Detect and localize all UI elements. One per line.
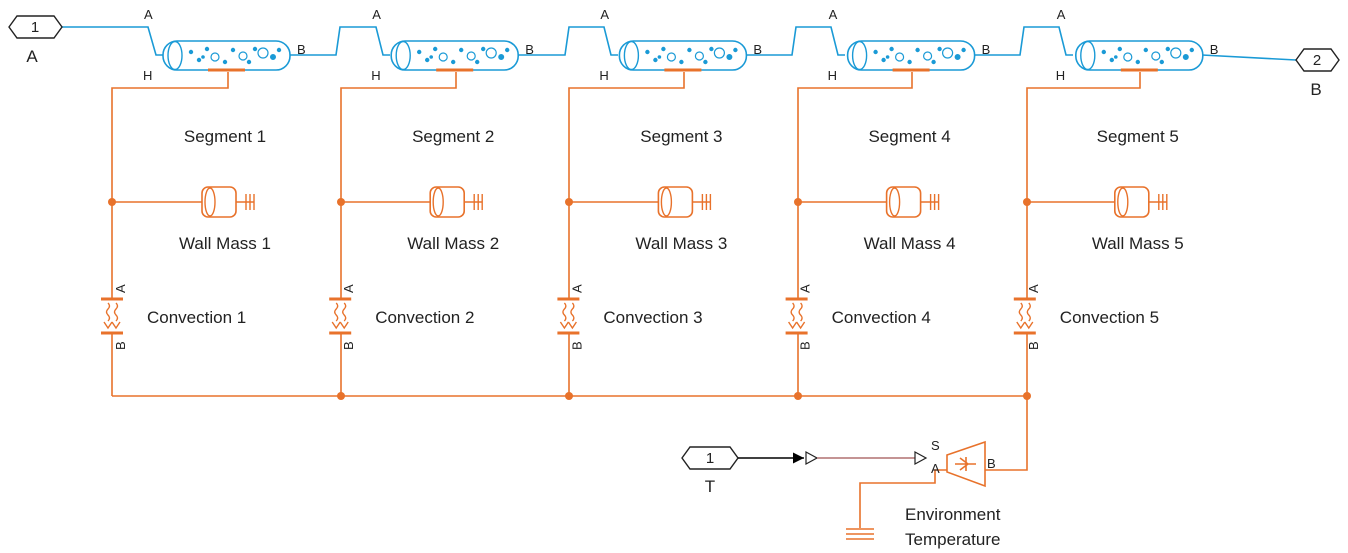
segment-label-1: Segment 1 bbox=[184, 127, 266, 146]
inport-t[interactable]: 1 T bbox=[681, 446, 739, 496]
segment-port-h: H bbox=[599, 68, 608, 83]
wall-mass-3[interactable]: Wall Mass 3 bbox=[635, 186, 727, 253]
env-temp-label-line1: Environment bbox=[905, 505, 1001, 524]
inport-a-number: 1 bbox=[31, 19, 39, 36]
wall-mass-label-2: Wall Mass 2 bbox=[407, 234, 499, 253]
pipe-segment-5[interactable]: A B H Segment 5 bbox=[1056, 7, 1219, 146]
wall-mass-4[interactable]: Wall Mass 4 bbox=[864, 186, 956, 253]
segment-port-b: B bbox=[297, 42, 306, 57]
pipe-segment-3[interactable]: A B H Segment 3 bbox=[599, 7, 762, 146]
env-temp-port-a: A bbox=[931, 461, 940, 476]
segment-label-2: Segment 2 bbox=[412, 127, 494, 146]
segment-port-b: B bbox=[982, 42, 991, 57]
convection-port-a: A bbox=[1026, 284, 1041, 293]
wall-mass-1[interactable]: Wall Mass 1 bbox=[179, 186, 271, 253]
segments-layer: A B H Segment 1 Wall Mass 1 A B Convection 1 A B H… bbox=[101, 7, 1218, 350]
pipe-segment-2[interactable]: A B H Segment 2 bbox=[371, 7, 534, 146]
segment-port-a: A bbox=[600, 7, 609, 22]
segment-port-a: A bbox=[144, 7, 153, 22]
wall-mass-5[interactable]: Wall Mass 5 bbox=[1092, 186, 1184, 253]
convection-port-b: B bbox=[798, 341, 813, 350]
inport-a-label: A bbox=[26, 47, 38, 66]
inport-t-number: 1 bbox=[706, 450, 714, 467]
inport-t-label: T bbox=[705, 477, 715, 496]
convection-port-a: A bbox=[798, 284, 813, 293]
outport-b-number: 2 bbox=[1313, 52, 1321, 69]
segment-port-h: H bbox=[143, 68, 152, 83]
convection-port-b: B bbox=[1026, 341, 1041, 350]
segment-port-b: B bbox=[1210, 42, 1219, 57]
env-temp-port-s: S bbox=[931, 438, 940, 453]
ps-port-marker bbox=[914, 450, 928, 466]
environment-temperature-source[interactable]: S A B Environment Temperature bbox=[905, 438, 1001, 549]
wall-mass-2[interactable]: Wall Mass 2 bbox=[407, 186, 499, 253]
pipe-segment-4[interactable]: A B H Segment 4 bbox=[828, 7, 991, 146]
segment-label-4: Segment 4 bbox=[868, 127, 950, 146]
env-temp-label-line2: Temperature bbox=[905, 530, 1000, 549]
segment-port-a: A bbox=[1057, 7, 1066, 22]
segment-label-5: Segment 5 bbox=[1097, 127, 1179, 146]
env-temp-port-b: B bbox=[987, 456, 996, 471]
convection-port-a: A bbox=[569, 284, 584, 293]
junction-dots bbox=[108, 198, 1031, 400]
convection-label-3: Convection 3 bbox=[603, 308, 702, 327]
convection-2[interactable]: A B Convection 2 bbox=[329, 284, 474, 350]
outport-b-label: B bbox=[1310, 80, 1321, 99]
convection-4[interactable]: A B Convection 4 bbox=[785, 284, 931, 350]
convection-label-1: Convection 1 bbox=[147, 308, 246, 327]
segment-port-b: B bbox=[753, 42, 762, 57]
convection-port-a: A bbox=[113, 284, 128, 293]
convection-label-2: Convection 2 bbox=[375, 308, 474, 327]
convection-port-a: A bbox=[341, 284, 356, 293]
wall-mass-label-5: Wall Mass 5 bbox=[1092, 234, 1184, 253]
convection-label-5: Convection 5 bbox=[1060, 308, 1159, 327]
simulink-ps-converter[interactable] bbox=[805, 450, 819, 466]
inport-a[interactable]: 1 A bbox=[8, 15, 63, 66]
wall-mass-label-3: Wall Mass 3 bbox=[635, 234, 727, 253]
convection-label-4: Convection 4 bbox=[832, 308, 931, 327]
wall-mass-label-1: Wall Mass 1 bbox=[179, 234, 271, 253]
segment-port-h: H bbox=[1056, 68, 1065, 83]
segment-port-a: A bbox=[829, 7, 838, 22]
outport-b[interactable]: 2 B bbox=[1295, 48, 1340, 99]
convection-port-b: B bbox=[341, 341, 356, 350]
segment-port-h: H bbox=[371, 68, 380, 83]
convection-5[interactable]: A B Convection 5 bbox=[1013, 284, 1159, 350]
segment-port-h: H bbox=[828, 68, 837, 83]
convection-1[interactable]: A B Convection 1 bbox=[101, 284, 246, 350]
thermal-reference-icon bbox=[846, 528, 874, 540]
pipe-segment-1[interactable]: A B H Segment 1 bbox=[143, 7, 306, 146]
convection-port-b: B bbox=[569, 341, 584, 350]
hydraulic-line[interactable] bbox=[62, 26, 1297, 61]
segment-label-3: Segment 3 bbox=[640, 127, 722, 146]
convection-port-b: B bbox=[113, 341, 128, 350]
segment-port-a: A bbox=[372, 7, 381, 22]
convection-3[interactable]: A B Convection 3 bbox=[557, 284, 703, 350]
wall-mass-label-4: Wall Mass 4 bbox=[864, 234, 956, 253]
segment-port-b: B bbox=[525, 42, 534, 57]
